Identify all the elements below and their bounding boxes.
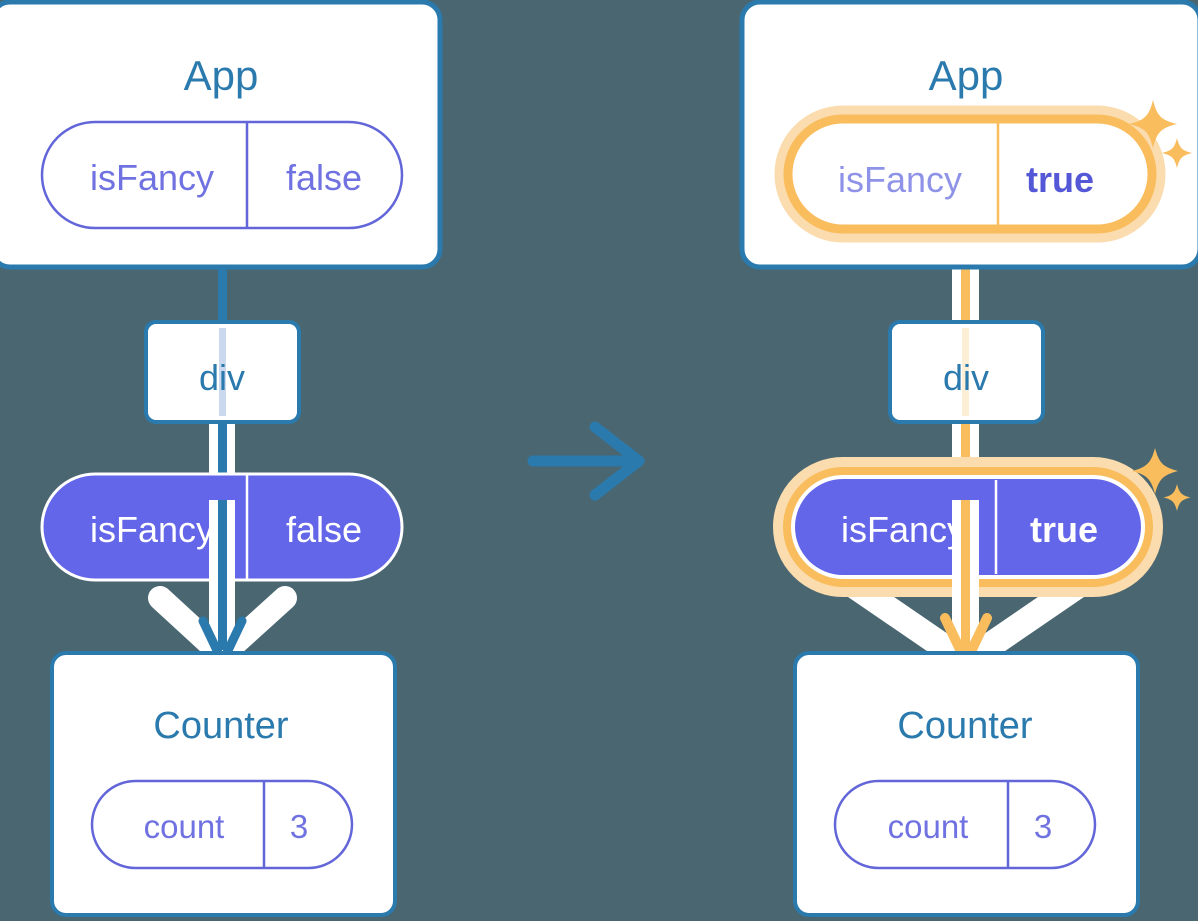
right-counter-state-value: 3 [1034, 808, 1052, 845]
sparkle-small-bottom [1163, 484, 1191, 511]
right-prop-key: isFancy [841, 509, 965, 550]
right-counter-title: Counter [897, 705, 1033, 747]
left-counter-state-pill: count 3 [90, 779, 354, 870]
right-counter-state-pill: count 3 [833, 779, 1097, 870]
left-arrow-to-counter [198, 500, 247, 667]
left-connector-app-to-div [218, 262, 227, 330]
left-app-state-key: isFancy [90, 157, 214, 198]
right-counter-state-key: count [888, 808, 969, 845]
left-counter-state-value: 3 [290, 808, 308, 845]
right-app-state-pill: isFancy true [838, 122, 1094, 226]
left-counter-title: Counter [153, 705, 289, 747]
transition-arrow [527, 421, 645, 501]
left-div-node: div [144, 320, 301, 424]
left-app-state-value: false [286, 157, 362, 198]
left-counter-state-key: count [144, 808, 225, 845]
right-div-label: div [943, 357, 989, 398]
right-div-node: div [888, 320, 1045, 424]
sparkle-small-top [1162, 138, 1192, 168]
left-app-state-pill: isFancy false [40, 120, 404, 230]
right-app-title: App [929, 52, 1004, 99]
right-app-state-pill-highlight [774, 105, 1166, 243]
left-prop-key: isFancy [90, 509, 214, 550]
left-app-title: App [184, 52, 259, 99]
right-app-state-value: true [1026, 159, 1094, 200]
left-prop-value: false [286, 509, 362, 550]
sparkle-large-bottom [1132, 448, 1178, 494]
sparkle-large-top [1129, 100, 1177, 148]
right-prop-value: true [1030, 509, 1098, 550]
right-app-state-key: isFancy [838, 159, 962, 200]
left-div-label: div [199, 357, 245, 398]
